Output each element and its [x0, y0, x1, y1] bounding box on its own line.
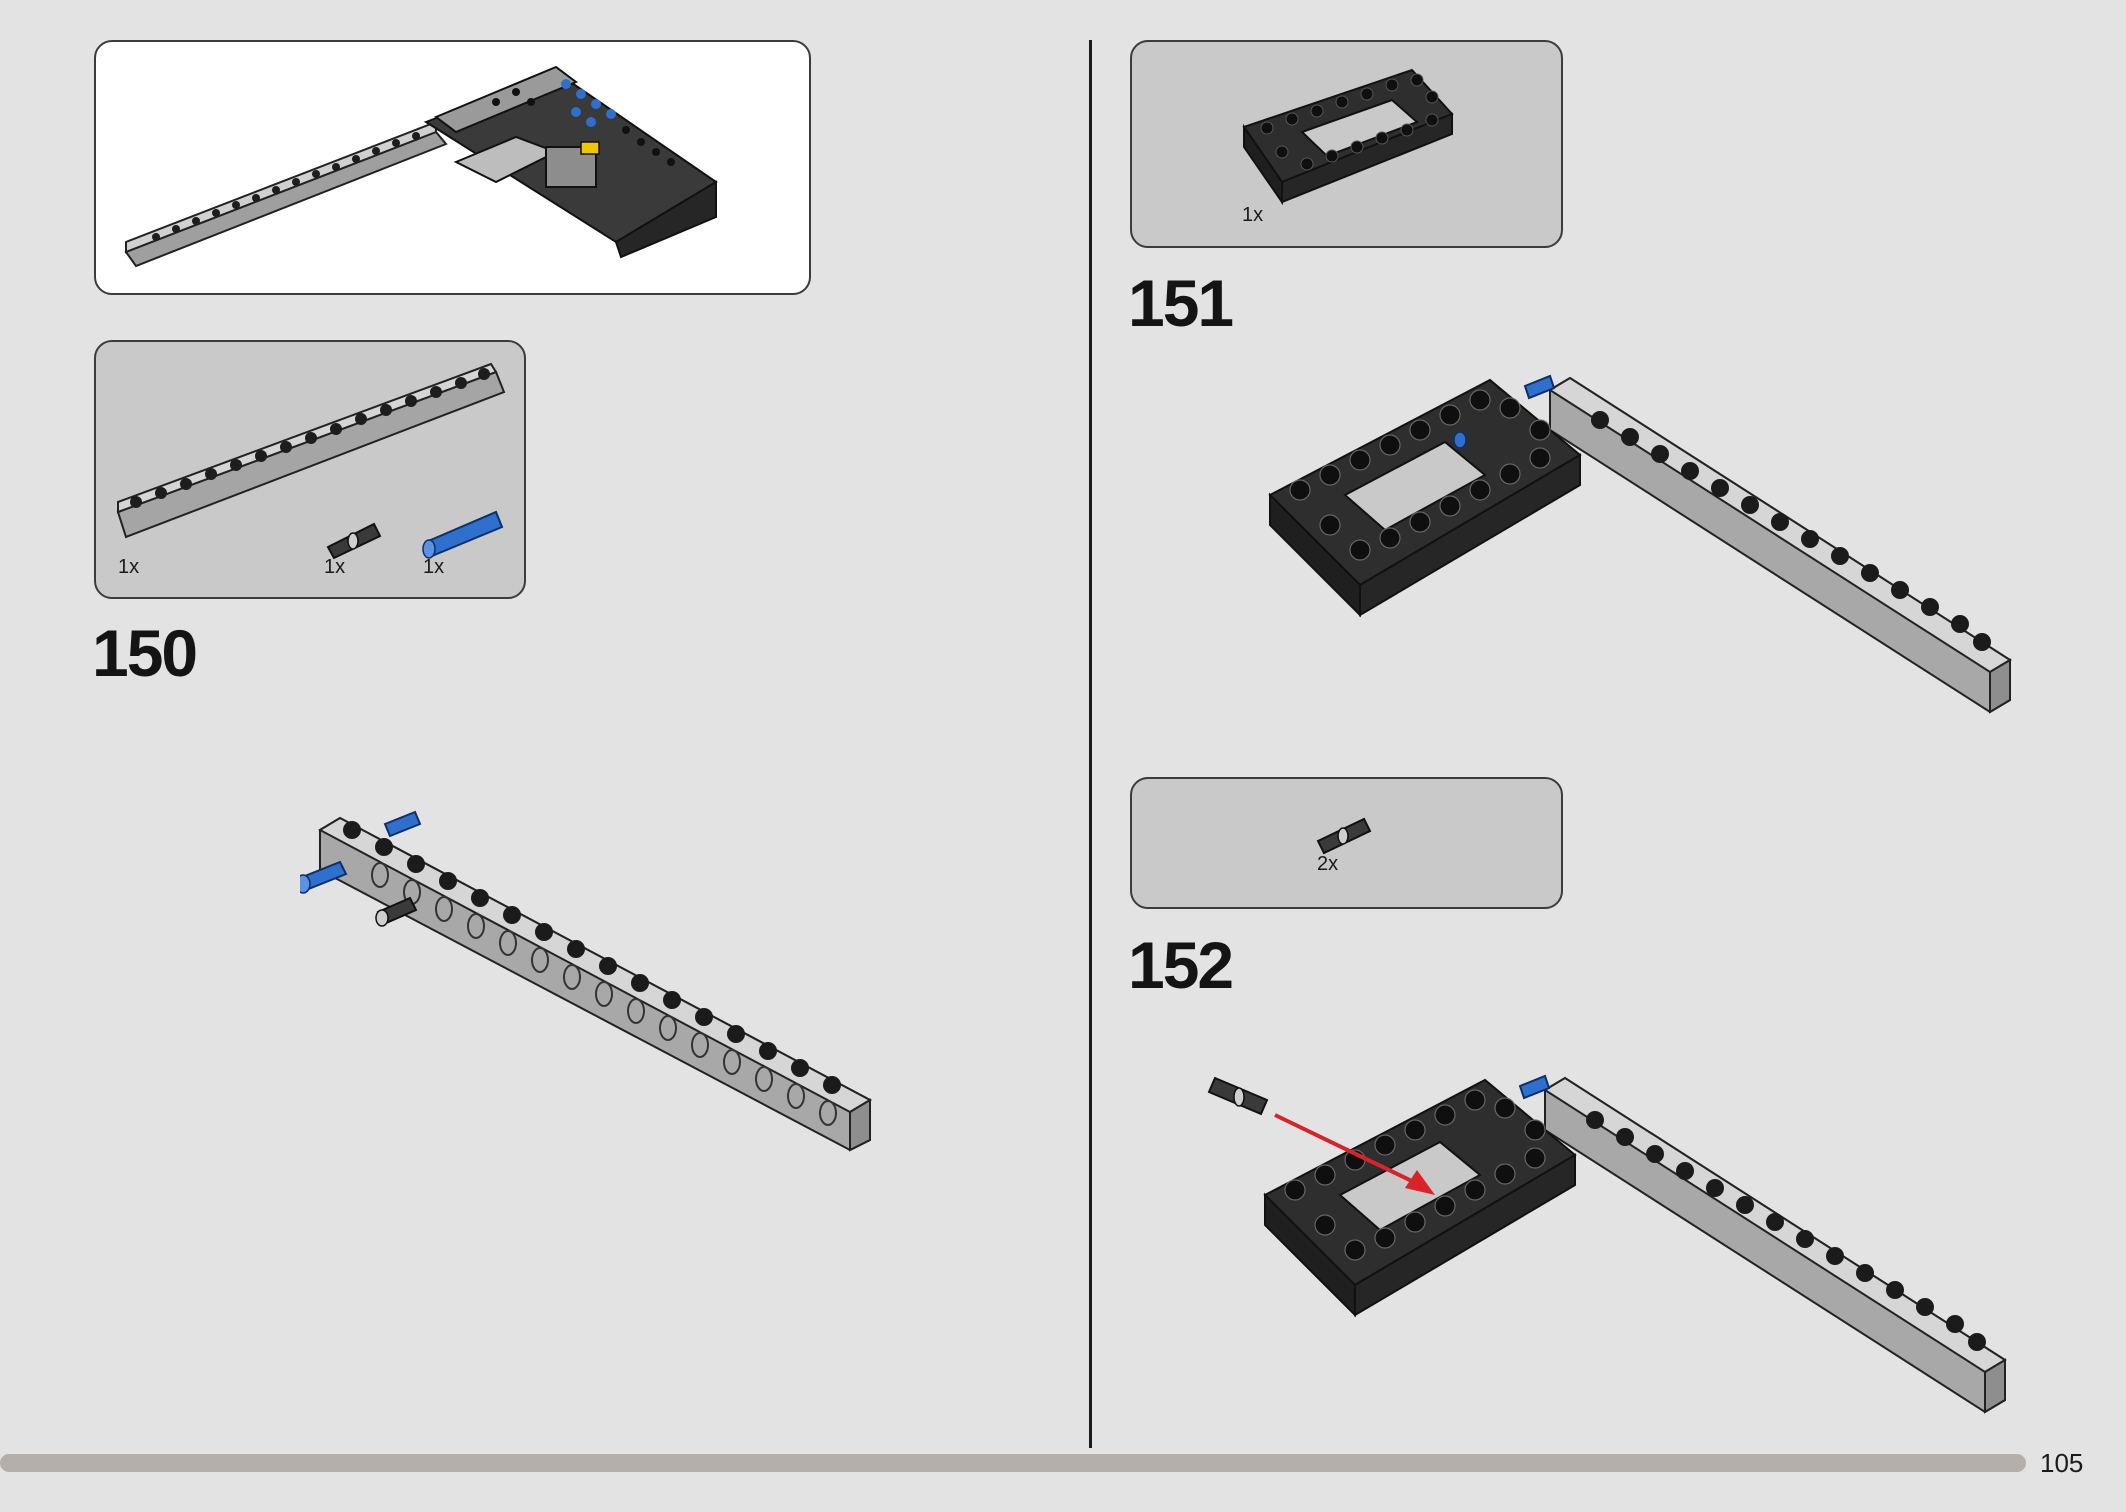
step-number-152: 152 — [1128, 928, 1234, 1002]
axle-pin-icon — [422, 510, 504, 559]
part-qty-friction-pin-2x: 2x — [1317, 853, 1339, 875]
parts-list-step-152: 2x — [1130, 777, 1563, 909]
part-qty-beam: 1x — [118, 556, 140, 578]
friction-pin-icon — [326, 522, 382, 560]
assembly-step-152 — [1207, 1074, 2007, 1414]
parts-illustration-151 — [1242, 68, 1454, 206]
page-divider — [1089, 40, 1092, 1448]
assembly-step-150 — [300, 810, 873, 1152]
subassembly-callout — [94, 40, 811, 295]
page-number: 105 — [2040, 1448, 2084, 1478]
step-number-151: 151 — [1128, 266, 1234, 340]
parts-illustration-152 — [1316, 817, 1372, 855]
subassembly-illustration — [124, 65, 718, 268]
part-qty-axle-pin: 1x — [423, 556, 445, 578]
assembly-step-151 — [1268, 374, 2012, 714]
step-number-150: 150 — [92, 616, 198, 690]
part-qty-friction-pin: 1x — [324, 556, 346, 578]
part-qty-frame: 1x — [1242, 204, 1264, 226]
parts-list-step-150: 1x 1x 1x — [94, 340, 526, 599]
page-progress-bar — [0, 1454, 2026, 1472]
parts-list-step-151: 1x — [1130, 40, 1563, 248]
parts-illustration-150 — [116, 362, 506, 560]
